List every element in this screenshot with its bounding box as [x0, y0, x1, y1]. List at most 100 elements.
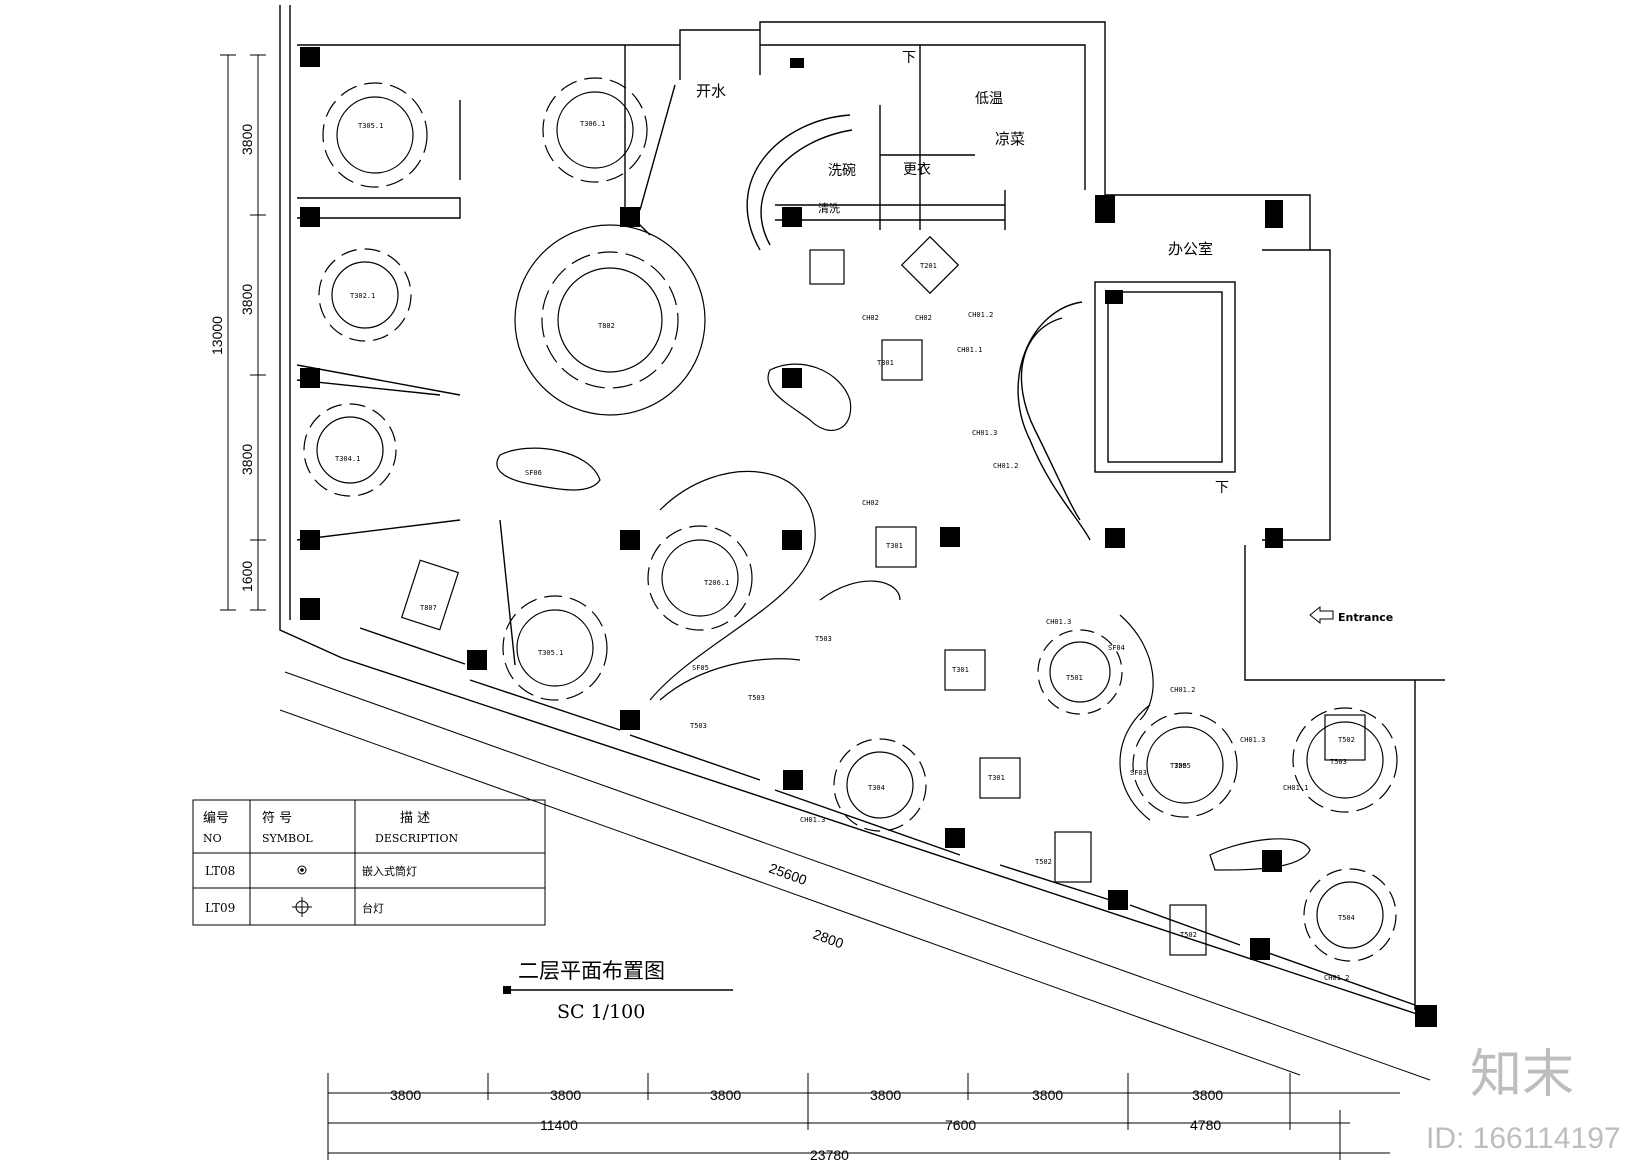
table-t305-1b [502, 595, 608, 701]
sofa-booths [659, 580, 1154, 821]
sofa-label: SF03 [1130, 769, 1147, 777]
legend-row1-desc: 嵌入式筒灯 [362, 864, 417, 878]
chair-label: CH02 [915, 314, 932, 322]
chair-label: CH01.3 [1046, 618, 1071, 626]
diagonal-dimensions: 25600 2800 [279, 671, 1431, 1081]
table-label: T304.1 [335, 455, 360, 463]
legend-row2-desc: 台灯 [362, 901, 384, 915]
table-label: T301 [886, 542, 903, 550]
sofa-label: SF06 [525, 469, 542, 477]
dim-bottom-3: 3800 [710, 1087, 741, 1103]
legend-header-desc-en: DESCRIPTION [375, 832, 459, 845]
dim-diagonal-outer: 2800 [811, 926, 846, 952]
dim-bottom-5: 3800 [1032, 1087, 1063, 1103]
room-cold-dish: 凉菜 [995, 130, 1025, 148]
table-t304 [833, 738, 927, 832]
table-label: T301 [877, 359, 894, 367]
chair-labels: CH02 CH02 CH02 CH01.2 CH01.3 CH01.1 CH01… [800, 311, 1349, 982]
table-label: T504 [1338, 914, 1355, 922]
legend-header-no-en: NO [203, 832, 222, 845]
legend-header-symbol-cn: 符 号 [262, 810, 292, 826]
watermark-id: ID: 166114197 [1426, 1122, 1621, 1155]
legend-row1-no: LT08 [205, 864, 235, 878]
table-label: T304 [868, 784, 885, 792]
table-t305-1 [322, 82, 428, 188]
table-label: T802 [598, 322, 615, 330]
chair-label: CH01.3 [800, 816, 825, 824]
stair-down-upper: 下 [902, 50, 916, 66]
table-t306-1 [542, 77, 648, 183]
chair-label: CH01.2 [968, 311, 993, 319]
dim-left-2: 3800 [239, 284, 255, 315]
table-t802 [514, 224, 706, 416]
legend-header-desc-cn: 描 述 [400, 811, 430, 826]
dim-left-4: 1600 [239, 561, 255, 592]
table-label: T305.1 [358, 122, 383, 130]
drawing-title-block: 二层平面布置图 SC 1/100 [503, 959, 733, 1023]
room-changing: 更衣 [903, 162, 931, 178]
dim-bottom-6: 3800 [1192, 1087, 1223, 1103]
chair-label: CH01.2 [993, 462, 1018, 470]
room-low-temp: 低温 [975, 91, 1003, 107]
watermark: 知末 ID: 166114197 [1426, 1046, 1621, 1155]
sofa-labels: SF05 SF04 SF03 SF06 [525, 469, 1147, 777]
room-dish-washing: 洗碗 [828, 163, 856, 179]
table-t501 [1037, 629, 1123, 715]
table-label: T502 [1035, 858, 1052, 866]
dim-bottom-total: 23780 [810, 1147, 849, 1163]
structural-columns [300, 47, 1437, 1027]
table-label: T201 [920, 262, 937, 270]
walls [279, 5, 1445, 1016]
room-labels: 开水 洗碗 更衣 凉菜 低温 办公室 下 下 清洗 Entrance [696, 50, 1393, 625]
stair-down-lower: 下 [1215, 480, 1229, 496]
table-t504 [1303, 868, 1397, 962]
table-label: T306.1 [580, 120, 605, 128]
dim-bottom-4: 3800 [870, 1087, 901, 1103]
watermark-logo: 知末 [1470, 1046, 1574, 1104]
downlight-icon [297, 865, 307, 875]
sink-label: 清洗 [818, 202, 840, 215]
drawing-title: 二层平面布置图 [518, 959, 665, 983]
round-tables [303, 77, 1398, 962]
table-label: T503 [690, 722, 707, 730]
room-office: 办公室 [1168, 240, 1213, 258]
drawing-scale: SC 1/100 [557, 1001, 645, 1023]
table-label: T301 [952, 666, 969, 674]
table-t305 [1132, 712, 1238, 818]
dim-left-total: 13000 [209, 316, 225, 355]
chair-label: CH01.1 [1283, 784, 1308, 792]
legend-header-symbol-en: SYMBOL [262, 832, 313, 845]
dim-diagonal-inner: 25600 [767, 860, 809, 888]
bottom-dimensions: 3800 3800 3800 3800 3800 3800 11400 7600… [327, 1073, 1400, 1163]
dim-bottom-1: 3800 [390, 1087, 421, 1103]
table-label: T503 [748, 694, 765, 702]
room-boiling-water: 开水 [696, 82, 726, 100]
table-label: T302.1 [350, 292, 375, 300]
crosshair-circle-icon [292, 897, 312, 917]
legend-header-no-cn: 编号 [203, 811, 229, 826]
table-t304-1 [303, 403, 397, 497]
entrance-arrow-icon [1309, 605, 1334, 625]
chair-label: CH01.3 [972, 429, 997, 437]
dim-left-3: 3800 [239, 444, 255, 475]
table-label: T505 [1174, 762, 1191, 770]
table-label: T807 [420, 604, 437, 612]
table-label: T305.1 [538, 649, 563, 657]
dim-bottom-2: 3800 [550, 1087, 581, 1103]
chair-label: CH01.2 [1170, 686, 1195, 694]
dim-bottom-11400: 11400 [540, 1117, 578, 1133]
table-label: T305 [1170, 762, 1187, 770]
left-dimensions: 3800 3800 3800 1600 13000 [209, 54, 266, 611]
table-t305b [1292, 707, 1398, 813]
sofa-label: SF04 [1108, 644, 1125, 652]
entrance-label: Entrance [1338, 611, 1393, 624]
planters [496, 363, 1311, 871]
legend-row2-no: LT09 [205, 901, 235, 915]
table-label: T206.1 [704, 579, 729, 587]
dim-left-1: 3800 [239, 124, 255, 155]
table-label: T501 [1066, 674, 1083, 682]
dim-bottom-4780: 4780 [1190, 1117, 1221, 1133]
chair-label: CH01.1 [957, 346, 982, 354]
legend-table: 编号 NO 符 号 SYMBOL 描 述 DESCRIPTION LT08 嵌入… [192, 799, 546, 926]
table-label: T503 [815, 635, 832, 643]
